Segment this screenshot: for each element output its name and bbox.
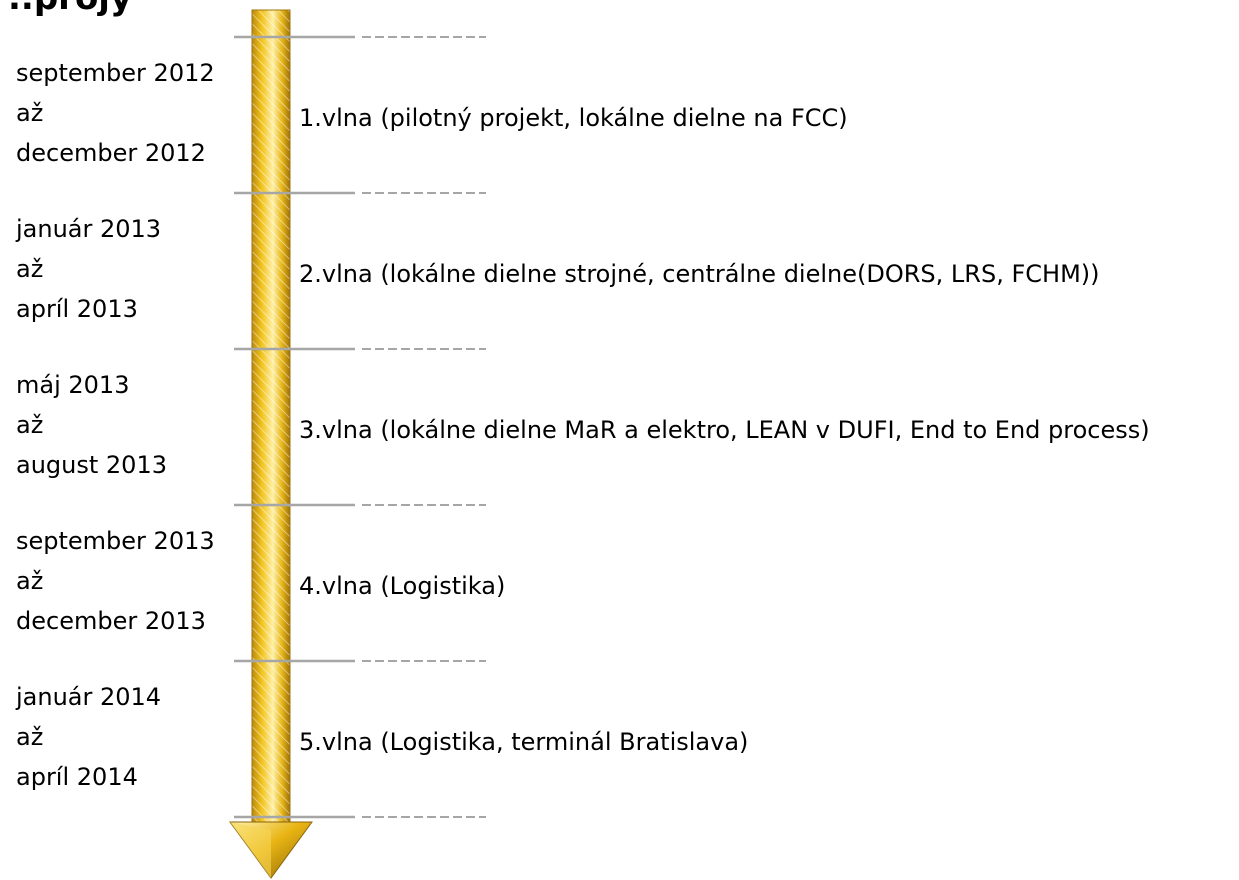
phase-start-date: september 2013	[16, 527, 215, 555]
phase-connector: až	[16, 567, 44, 595]
timeline-phase: január 2013 až apríl 2013 2.vlna (lokáln…	[0, 197, 1239, 347]
phase-date-range: máj 2013 až august 2013	[16, 365, 167, 485]
phase-start-date: máj 2013	[16, 371, 130, 399]
phase-connector: až	[16, 411, 44, 439]
timeline-phase: september 2012 až december 2012 1.vlna (…	[0, 41, 1239, 191]
phase-start-date: január 2014	[16, 683, 162, 711]
phase-end-date: apríl 2014	[16, 763, 138, 791]
phase-wave-label: 2.vlna (lokálne dielne strojné, centráln…	[299, 260, 1100, 288]
phase-end-date: december 2013	[16, 607, 206, 635]
timeline-phase: september 2013 až december 2013 4.vlna (…	[0, 509, 1239, 659]
timeline-phase: január 2014 až apríl 2014 5.vlna (Logist…	[0, 665, 1239, 815]
phase-end-date: december 2012	[16, 139, 206, 167]
timeline-phase: máj 2013 až august 2013 3.vlna (lokálne …	[0, 353, 1239, 503]
phase-connector: až	[16, 723, 44, 751]
phase-date-range: september 2012 až december 2012	[16, 53, 215, 173]
phase-wave-label: 4.vlna (Logistika)	[299, 572, 506, 600]
phase-wave-label: 1.vlna (pilotný projekt, lokálne dielne …	[299, 104, 848, 132]
phase-date-range: september 2013 až december 2013	[16, 521, 215, 641]
phase-date-range: január 2014 až apríl 2014	[16, 677, 161, 797]
phase-start-date: september 2012	[16, 59, 215, 87]
phase-wave-label: 3.vlna (lokálne dielne MaR a elektro, LE…	[299, 416, 1150, 444]
timeline-ticks	[234, 35, 486, 819]
phase-connector: až	[16, 99, 44, 127]
phase-wave-label: 5.vlna (Logistika, terminál Bratislava)	[299, 728, 749, 756]
timeline-arrow-head	[229, 821, 313, 879]
timeline-arrow-shaft	[251, 9, 291, 829]
phase-date-range: január 2013 až apríl 2013	[16, 209, 161, 329]
phase-end-date: apríl 2013	[16, 295, 138, 323]
phase-connector: až	[16, 255, 44, 283]
phase-start-date: január 2013	[16, 215, 162, 243]
phase-end-date: august 2013	[16, 451, 167, 479]
page-title-fragment: ..projy	[8, 0, 132, 18]
